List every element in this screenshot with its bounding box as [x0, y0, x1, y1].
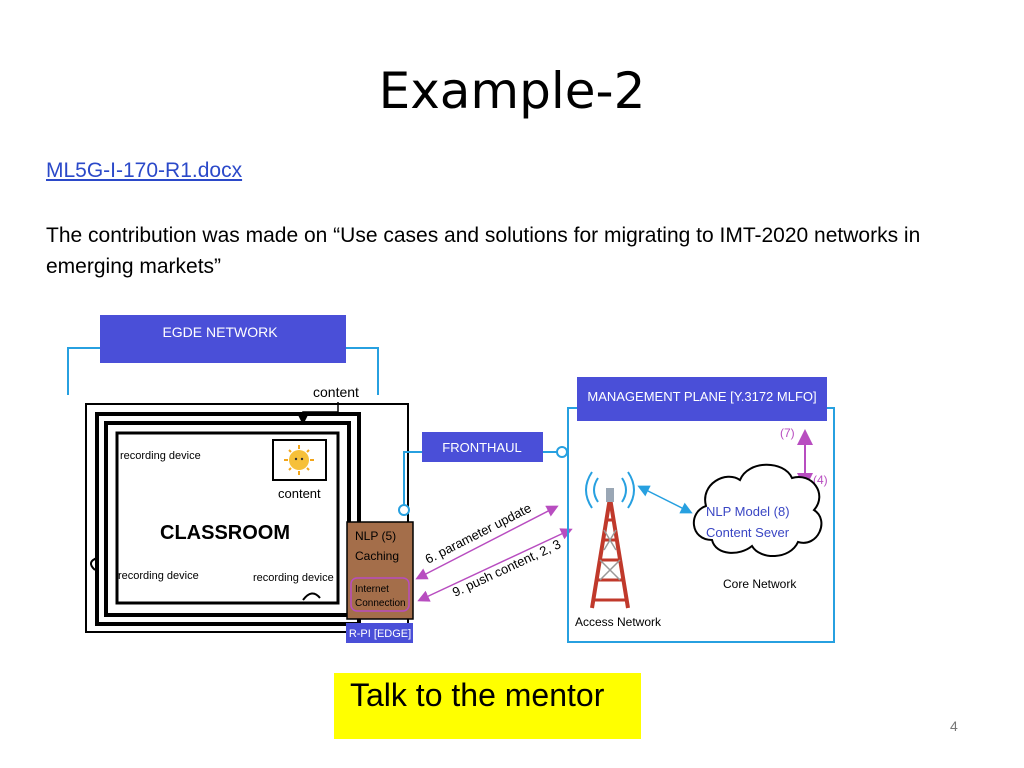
content-box-label: content	[278, 486, 321, 501]
core-network-cloud-icon	[692, 463, 823, 558]
edge-network-header	[100, 315, 346, 363]
parameter-update-arrow	[415, 505, 559, 580]
core-network-label: Core Network	[723, 577, 797, 591]
fronthaul-node-right	[556, 446, 568, 458]
recording-device-right-label: recording device	[253, 572, 334, 584]
classroom-frames	[85, 403, 409, 633]
cell-tower-icon	[585, 471, 635, 609]
slide-description: The contribution was made on “Use cases …	[46, 224, 921, 278]
slide-title: Example-2	[378, 62, 646, 120]
mentor-callout: Talk to the mentor	[334, 673, 641, 739]
label-4: (4)	[813, 473, 828, 487]
label-7: (7)	[780, 426, 795, 440]
classroom-label: CLASSROOM	[160, 522, 290, 544]
internet-connection-box	[350, 577, 410, 612]
recording-device-top-label: recording device	[120, 450, 201, 462]
nlp-caching-box	[346, 521, 414, 620]
fronthaul-header	[422, 432, 543, 462]
access-network-label: Access Network	[575, 615, 662, 629]
sun-icon	[284, 445, 314, 475]
connection-label: Connection	[355, 598, 406, 609]
rpi-edge-label: R-PI [EDGE]	[349, 628, 411, 640]
nlp-label: NLP (5)	[355, 529, 396, 543]
content-arrow	[297, 402, 339, 425]
management-plane-label: MANAGEMENT PLANE [Y.3172 MLFO]	[587, 389, 816, 404]
document-link[interactable]: ML5G-I-170-R1.docx	[46, 159, 243, 182]
fronthaul-node-left	[398, 504, 410, 516]
nlp-model-label: NLP Model (8)	[706, 504, 790, 519]
push-content-arrow	[417, 528, 573, 602]
page-number: 4	[950, 718, 958, 734]
recording-device-left-label: recording device	[118, 570, 199, 582]
edge-network-label: EGDE NETWORK	[162, 324, 278, 340]
content-top-label: content	[313, 384, 359, 400]
content-server-label: Content Sever	[706, 525, 790, 540]
internet-label: Internet	[355, 584, 389, 595]
management-plane-header	[577, 377, 827, 421]
cable-hook-left	[90, 557, 98, 571]
cable-hook-right	[302, 592, 321, 601]
rpi-edge-header	[346, 623, 413, 643]
fronthaul-label: FRONTHAUL	[442, 440, 521, 455]
caching-label: Caching	[355, 549, 399, 563]
access-to-core-arrow	[637, 485, 693, 514]
